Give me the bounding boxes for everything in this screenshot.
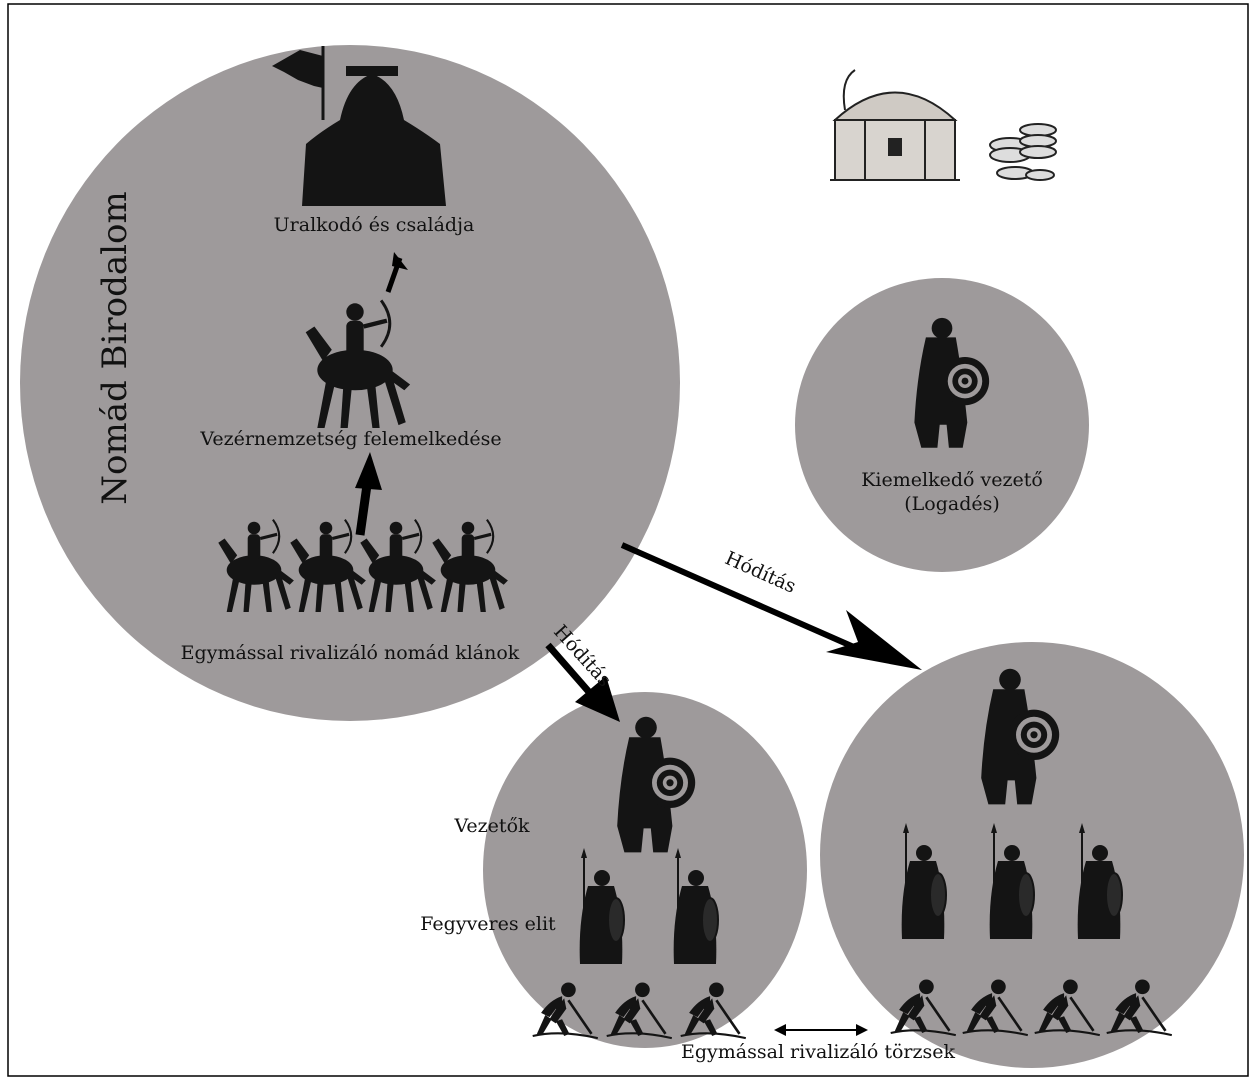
empire-title: Nomád Birodalom: [95, 191, 135, 505]
yurt-icon: [302, 66, 446, 206]
frame-border: [7, 3, 1249, 1077]
conquest-label-right: Hódítás: [722, 547, 799, 598]
ruler-label: Uralkodó és családja: [274, 214, 475, 236]
tribe-right-circle: [820, 642, 1244, 1068]
leader-circle: [795, 278, 1089, 572]
dynasty-label: Vezérnemzetség felemelkedése: [199, 428, 501, 450]
tribe-left-circle: [483, 692, 807, 1048]
conquest-arrow-down: [545, 642, 599, 703]
treasure-chest-icon: [830, 69, 960, 181]
leader-label-line2: (Logadés): [904, 493, 1000, 515]
leaders-label: Vezetők: [453, 815, 530, 837]
conquest-arrow-right: [620, 542, 874, 658]
leader-label-line1: Kiemelkedő vezető: [861, 469, 1043, 491]
clans-label: Egymással rivalizáló nomád klánok: [181, 642, 520, 664]
elite-label: Fegyveres elit: [420, 913, 556, 935]
tribes-label: Egymással rivalizáló törzsek: [681, 1041, 955, 1063]
flag-icon: [272, 46, 325, 120]
coins-icon: [989, 123, 1057, 181]
